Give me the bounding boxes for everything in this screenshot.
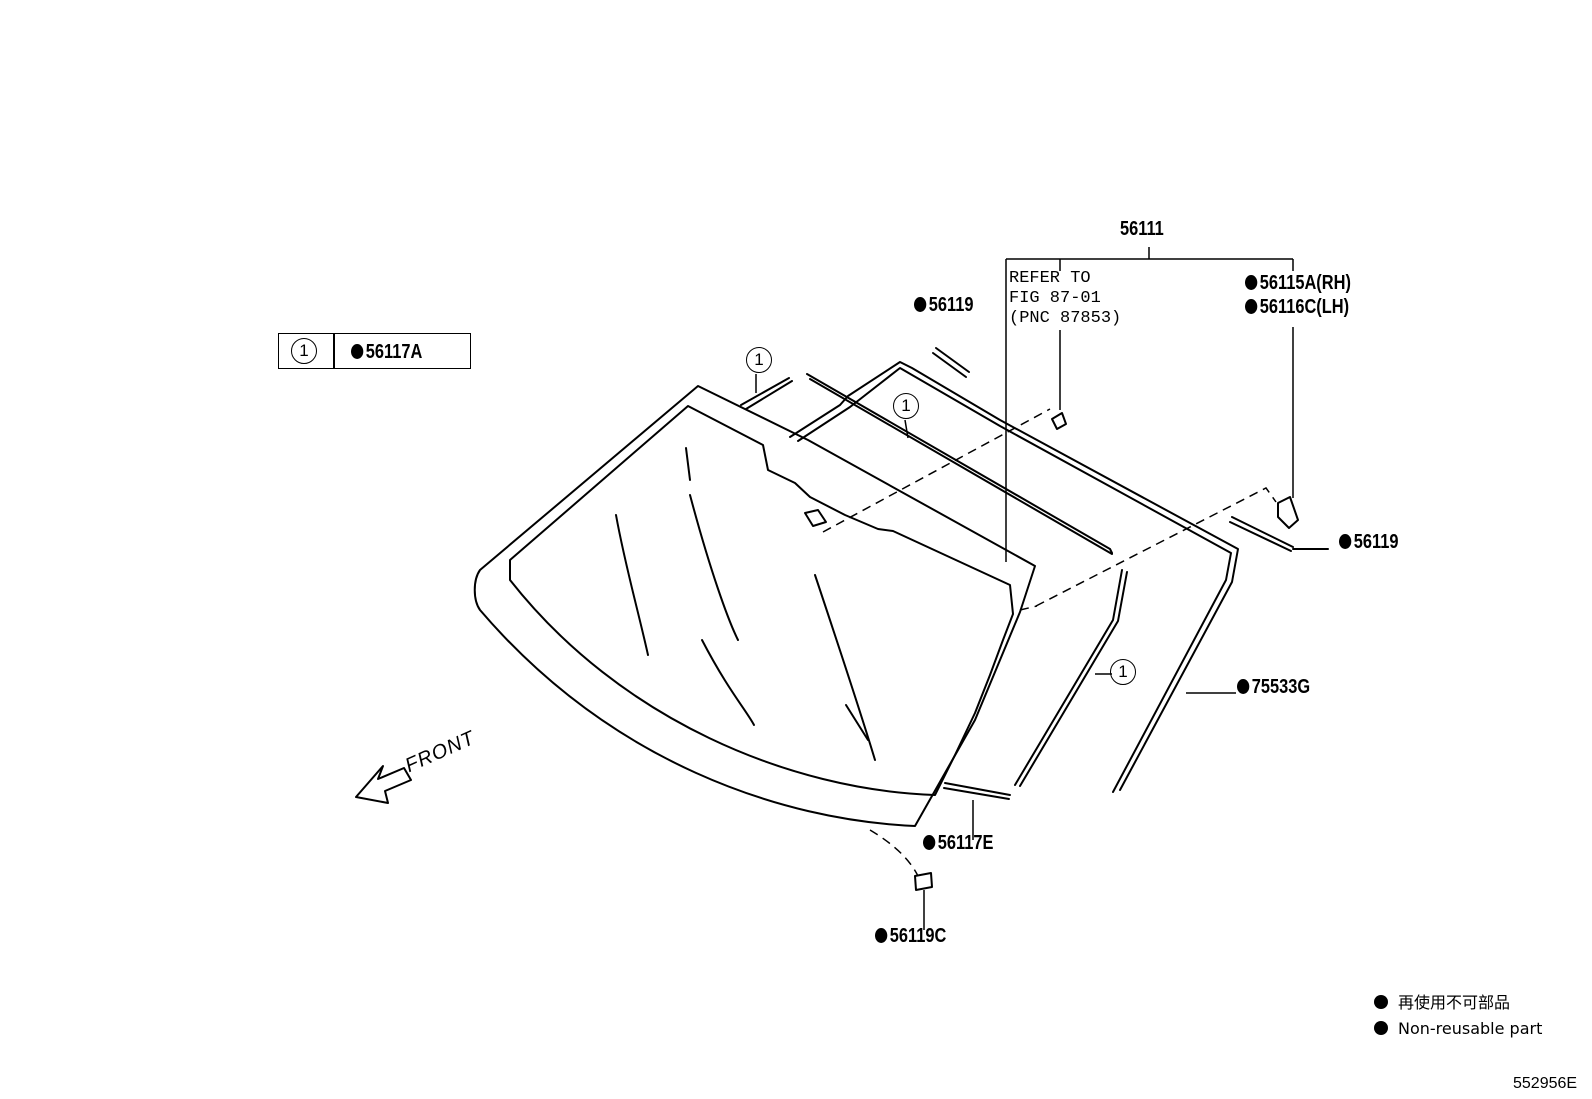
clip-strip-right xyxy=(1231,516,1294,548)
bracket-center xyxy=(1051,412,1067,430)
upper-molding xyxy=(806,373,1113,554)
marker-circled-number-icon: 1 xyxy=(746,347,772,373)
filled-circle-icon xyxy=(914,297,927,312)
callout-56119-right: 56119 xyxy=(1339,532,1398,552)
clip-strip-top xyxy=(935,347,970,373)
callout-56119c: 56119C xyxy=(875,926,946,946)
refer-note-line2: FIG 87-01 xyxy=(1009,289,1101,308)
legend-key-box: 1 56117A xyxy=(278,333,471,369)
legend-jp: 再使用不可部品 xyxy=(1374,995,1510,1011)
marker-circled-number-icon: 1 xyxy=(1110,659,1136,685)
windshield-glass-inner xyxy=(509,405,1014,796)
refer-note-line3: (PNC 87853) xyxy=(1009,309,1122,328)
callout-56116c: 56116C(LH) xyxy=(1245,297,1349,317)
callout-56119-top: 56119 xyxy=(914,295,973,315)
filled-circle-icon xyxy=(1374,995,1388,1009)
callout-56115a: 56115A(RH) xyxy=(1245,273,1351,293)
lower-strip xyxy=(944,782,1011,796)
key-part-number: 56117A xyxy=(351,342,422,362)
marker-circled-number-icon: 1 xyxy=(893,393,919,419)
filled-circle-icon xyxy=(1245,299,1258,314)
mirror-bracket xyxy=(804,509,827,527)
filled-circle-icon xyxy=(351,344,364,359)
stopper-56119c xyxy=(914,872,933,891)
refer-note-line1: REFER TO xyxy=(1009,269,1091,288)
key-divider xyxy=(333,334,335,368)
bracket-rh xyxy=(1277,496,1299,529)
filled-circle-icon xyxy=(1245,275,1258,290)
figure-id: 552956E xyxy=(1513,1075,1578,1092)
legend-en: Non-reusable part xyxy=(1374,1021,1542,1037)
callout-56111: 56111 xyxy=(1120,218,1164,240)
callout-75533g: 75533G xyxy=(1237,677,1310,697)
callout-56117e: 56117E xyxy=(923,833,993,853)
filled-circle-icon xyxy=(1237,679,1250,694)
filled-circle-icon xyxy=(875,928,888,943)
side-molding-1 xyxy=(1014,569,1123,786)
key-circled-number-icon: 1 xyxy=(291,338,317,364)
upper-frame xyxy=(789,361,1239,791)
filled-circle-icon xyxy=(923,835,936,850)
front-arrow-icon xyxy=(355,765,412,804)
filled-circle-icon xyxy=(1339,534,1352,549)
filled-circle-icon xyxy=(1374,1021,1388,1035)
windshield-glass-outer xyxy=(473,385,1036,827)
upper-strip-left xyxy=(740,377,790,406)
